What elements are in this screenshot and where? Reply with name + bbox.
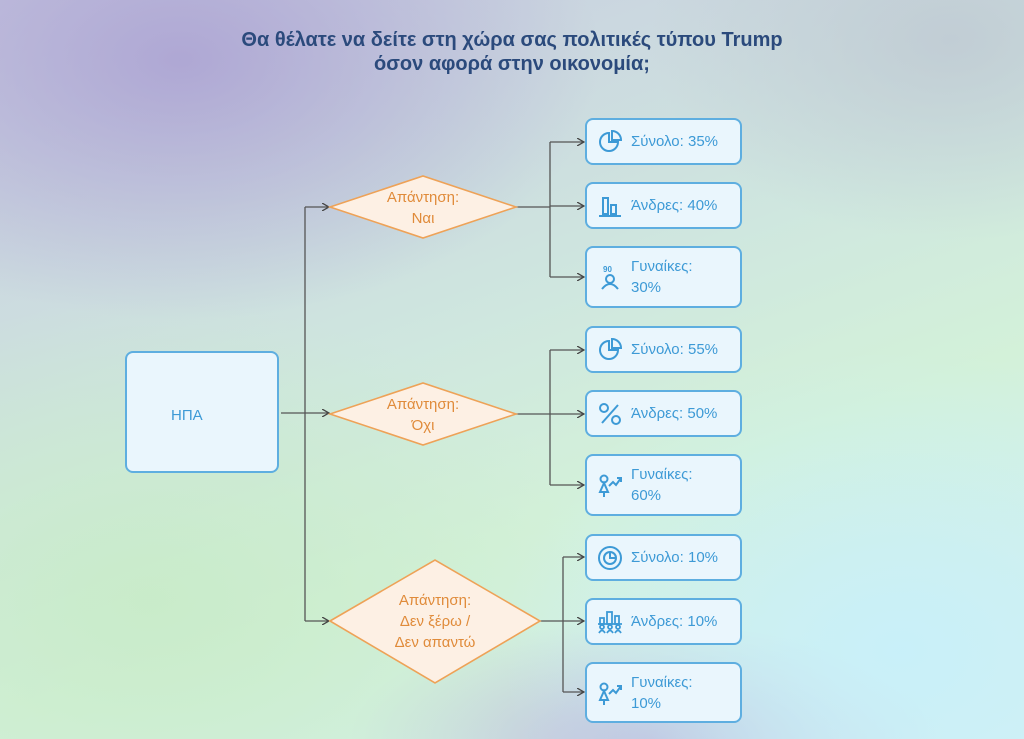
answer-dontknow: Απάντηση: Δεν ξέρω / Δεν απαντώ — [355, 590, 515, 653]
leaf-no-women: Γυναίκες: 60% — [585, 454, 742, 516]
decision-diamond-no — [327, 382, 519, 446]
woman-icon: 90 — [601, 265, 619, 290]
leaf-text: Άνδρες: 50% — [631, 405, 718, 422]
root-node-usa: ΗΠΑ — [125, 351, 279, 473]
leaf-no-total: Σύνολο: 55% — [585, 326, 742, 373]
leaf-dontknow-total: Σύνολο: 10% — [585, 534, 742, 581]
pie-chart-icon — [599, 337, 623, 360]
leaf-text: Άνδρες: 40% — [631, 197, 718, 214]
leaf-text: Σύνολο: 55% — [631, 341, 719, 358]
leaf-yes-men: Άνδρες: 40% — [585, 182, 742, 229]
pie-chart-icon — [599, 129, 623, 152]
leaf-text: Γυναίκες: 60% — [631, 466, 693, 504]
leaf-text: Γυναίκες: 10% — [631, 673, 693, 712]
percent-icon — [599, 402, 621, 425]
answer-label: Απάντηση: — [398, 592, 472, 609]
leaf-dontknow-women: Γυναίκες: 10% — [585, 662, 742, 723]
woman-trend-icon — [598, 682, 622, 705]
bar-chart-icon — [599, 196, 621, 217]
answer-label: Απάντηση: — [386, 396, 460, 413]
answer-value: Ναι — [411, 210, 435, 227]
people-chart-icon — [598, 610, 622, 633]
diagram-title: Θα θέλατε να δείτε στη χώρα σας πολιτικέ… — [0, 28, 1024, 76]
title-line-1: Θα θέλατε να δείτε στη χώρα σας πολιτικέ… — [241, 29, 783, 51]
pie-circle-icon — [598, 545, 622, 570]
root-label: ΗΠΑ — [171, 407, 203, 424]
title-line-2: όσον αφορά στην οικονομία; — [374, 53, 650, 75]
leaf-no-men: Άνδρες: 50% — [585, 390, 742, 437]
decision-diamond-dontknow — [328, 559, 542, 684]
leaf-dontknow-men: Άνδρες: 10% — [585, 598, 742, 645]
answer-value-2: Δεν απαντώ — [394, 634, 476, 651]
leaf-text: Σύνολο: 35% — [631, 133, 719, 150]
answer-no: Απάντηση: Όχι — [343, 394, 503, 436]
answer-value: Όχι — [411, 417, 435, 434]
decision-diamond-yes — [327, 175, 519, 239]
leaf-text: Σύνολο: 10% — [631, 549, 719, 566]
answer-value: Δεν ξέρω / — [399, 613, 471, 630]
leaf-yes-women: 90 Γυναίκες: 30% — [585, 246, 742, 308]
leaf-yes-total: Σύνολο: 35% — [585, 118, 742, 165]
leaf-text: Άνδρες: 10% — [631, 613, 718, 630]
woman-trend-icon — [598, 474, 622, 497]
answer-label: Απάντηση: — [386, 189, 460, 206]
svg-text:90: 90 — [603, 265, 612, 274]
leaf-text: Γυναίκες: 30% — [631, 258, 693, 296]
answer-yes: Απάντηση: Ναι — [343, 187, 503, 229]
